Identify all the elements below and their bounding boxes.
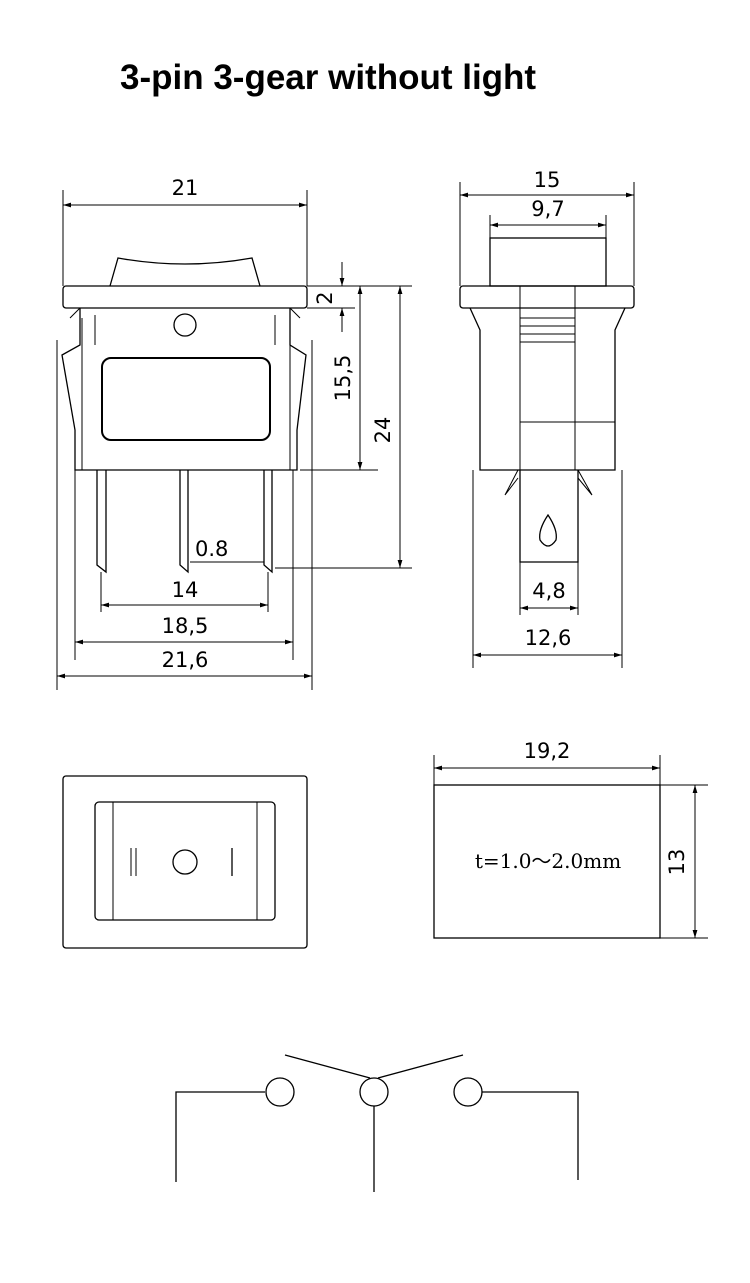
dim-cutout-width: 19,2 <box>524 739 571 763</box>
rocker-actuator <box>109 257 261 287</box>
thickness-note: t=1.0～2.0mm <box>475 849 621 873</box>
panel-cutout: 19,2 13 t=1.0～2.0mm <box>433 739 708 939</box>
pin-hole <box>539 513 557 547</box>
pin-right <box>263 470 273 574</box>
dim-body-15-5: 15,5 <box>331 355 355 402</box>
dim-width-21-6: 21,6 <box>162 648 209 672</box>
indicator-hole <box>173 313 197 337</box>
top-rocker <box>94 801 276 921</box>
top-view <box>62 775 308 949</box>
side-flange <box>459 285 635 309</box>
contact-right <box>377 1054 464 1079</box>
terminal-common <box>359 1077 389 1107</box>
dim-total-24: 24 <box>371 417 395 444</box>
top-frame <box>62 775 308 949</box>
dim-width-21: 21 <box>172 176 199 200</box>
dim-cutout-height: 13 <box>665 849 689 876</box>
contact-left <box>284 1054 371 1079</box>
cutout-rect <box>433 784 661 939</box>
dim-side-4-8: 4,8 <box>532 579 565 603</box>
terminal-right <box>453 1077 483 1107</box>
dim-pitch-14: 14 <box>172 578 199 602</box>
dim-outer-18-5: 18,5 <box>162 614 209 638</box>
side-actuator <box>489 237 607 287</box>
dim-side-15: 15 <box>534 168 561 192</box>
symbol-two-bars <box>130 848 137 876</box>
switch-body <box>61 308 307 471</box>
side-pin <box>519 470 579 563</box>
diagram-title: 3-pin 3-gear without light <box>120 58 537 97</box>
terminal-left <box>265 1077 295 1107</box>
dim-side-9-7: 9,7 <box>531 197 564 221</box>
side-body <box>469 307 626 471</box>
dim-flange-2: 2 <box>313 291 337 304</box>
dim-pin-0-8: 0.8 <box>195 537 228 561</box>
symbol-circle <box>172 849 198 875</box>
pin-left <box>96 470 107 574</box>
top-flange <box>62 285 308 309</box>
window <box>101 357 271 441</box>
circuit-symbol <box>175 1054 579 1192</box>
side-view: 15 9,7 4,8 12,6 <box>459 168 635 668</box>
dim-side-12-6: 12,6 <box>525 626 572 650</box>
pin-middle <box>179 470 189 574</box>
front-view: 21 2 15,5 24 0.8 14 18,5 21,6 <box>56 176 412 690</box>
